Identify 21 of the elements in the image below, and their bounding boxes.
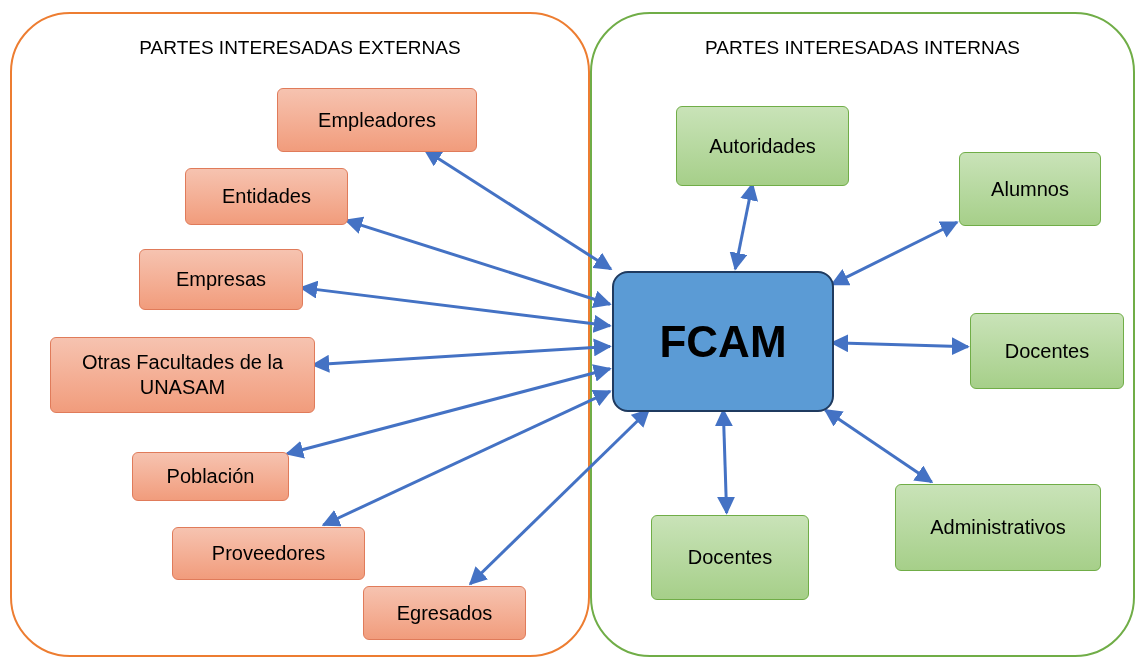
- stakeholder-box: Alumnos: [959, 152, 1101, 226]
- group-title: PARTES INTERESADAS INTERNAS: [704, 36, 1021, 60]
- center-box: FCAM: [612, 271, 834, 412]
- stakeholder-box: Docentes: [970, 313, 1124, 389]
- stakeholder-box: Docentes: [651, 515, 809, 600]
- double-arrow: [823, 408, 934, 484]
- stakeholder-box: Autoridades: [676, 106, 849, 186]
- stakeholder-box: Egresados: [363, 586, 526, 640]
- group-title: PARTES INTERESADAS EXTERNAS: [138, 36, 462, 60]
- group-panel: [10, 12, 590, 657]
- stakeholder-box: Empleadores: [277, 88, 477, 152]
- stakeholder-box: Empresas: [139, 249, 303, 310]
- stakeholder-box: Entidades: [185, 168, 348, 225]
- stakeholder-box: Proveedores: [172, 527, 365, 580]
- stakeholder-box: Otras Facultades de la UNASAM: [50, 337, 315, 413]
- group-panel: [590, 12, 1135, 657]
- stakeholder-box: Población: [132, 452, 289, 501]
- double-arrow: [321, 389, 612, 527]
- double-arrow: [285, 364, 612, 459]
- stakeholder-box: Administrativos: [895, 484, 1101, 571]
- double-arrow: [344, 216, 612, 308]
